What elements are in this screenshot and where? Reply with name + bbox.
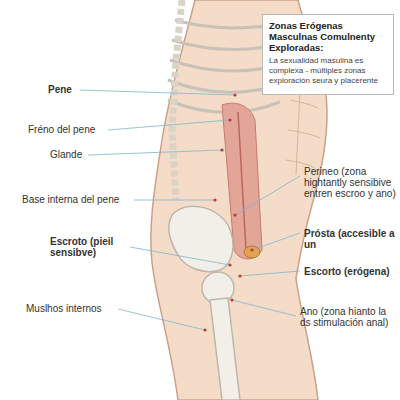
spine bbox=[172, 0, 182, 200]
part-label: Escroto (pieil sensibve) bbox=[50, 236, 128, 258]
femur-shaft bbox=[210, 298, 240, 400]
part-label: Glande bbox=[50, 149, 100, 160]
part-label: Muslhos internos bbox=[26, 303, 118, 314]
part-label: Fréno del pene bbox=[28, 124, 108, 135]
box-heading: Zonas Erógenas Masculnas Comulnenty Expl… bbox=[269, 20, 387, 53]
part-label: Perineo (zona hightantly sensibive entre… bbox=[304, 166, 396, 199]
leader-lines bbox=[80, 90, 300, 330]
part-label: Pene bbox=[48, 84, 88, 95]
part-label: Prósta (accesible a un bbox=[304, 228, 396, 250]
leader-dots bbox=[203, 93, 253, 331]
box-body: La sexualidad masulina es complexa - múl… bbox=[269, 56, 387, 86]
part-label: Base interna del pene bbox=[22, 194, 132, 205]
part-label: Escorto (erógena) bbox=[304, 266, 396, 277]
info-box: Zonas Erógenas Masculnas Comulnenty Expl… bbox=[262, 14, 394, 95]
inner-tissue-line bbox=[238, 112, 246, 250]
pelvis-bone bbox=[169, 206, 233, 271]
part-label: Ano (zona hianto la ds stimulación anal) bbox=[300, 306, 396, 328]
abdominal-lines bbox=[286, 90, 320, 175]
